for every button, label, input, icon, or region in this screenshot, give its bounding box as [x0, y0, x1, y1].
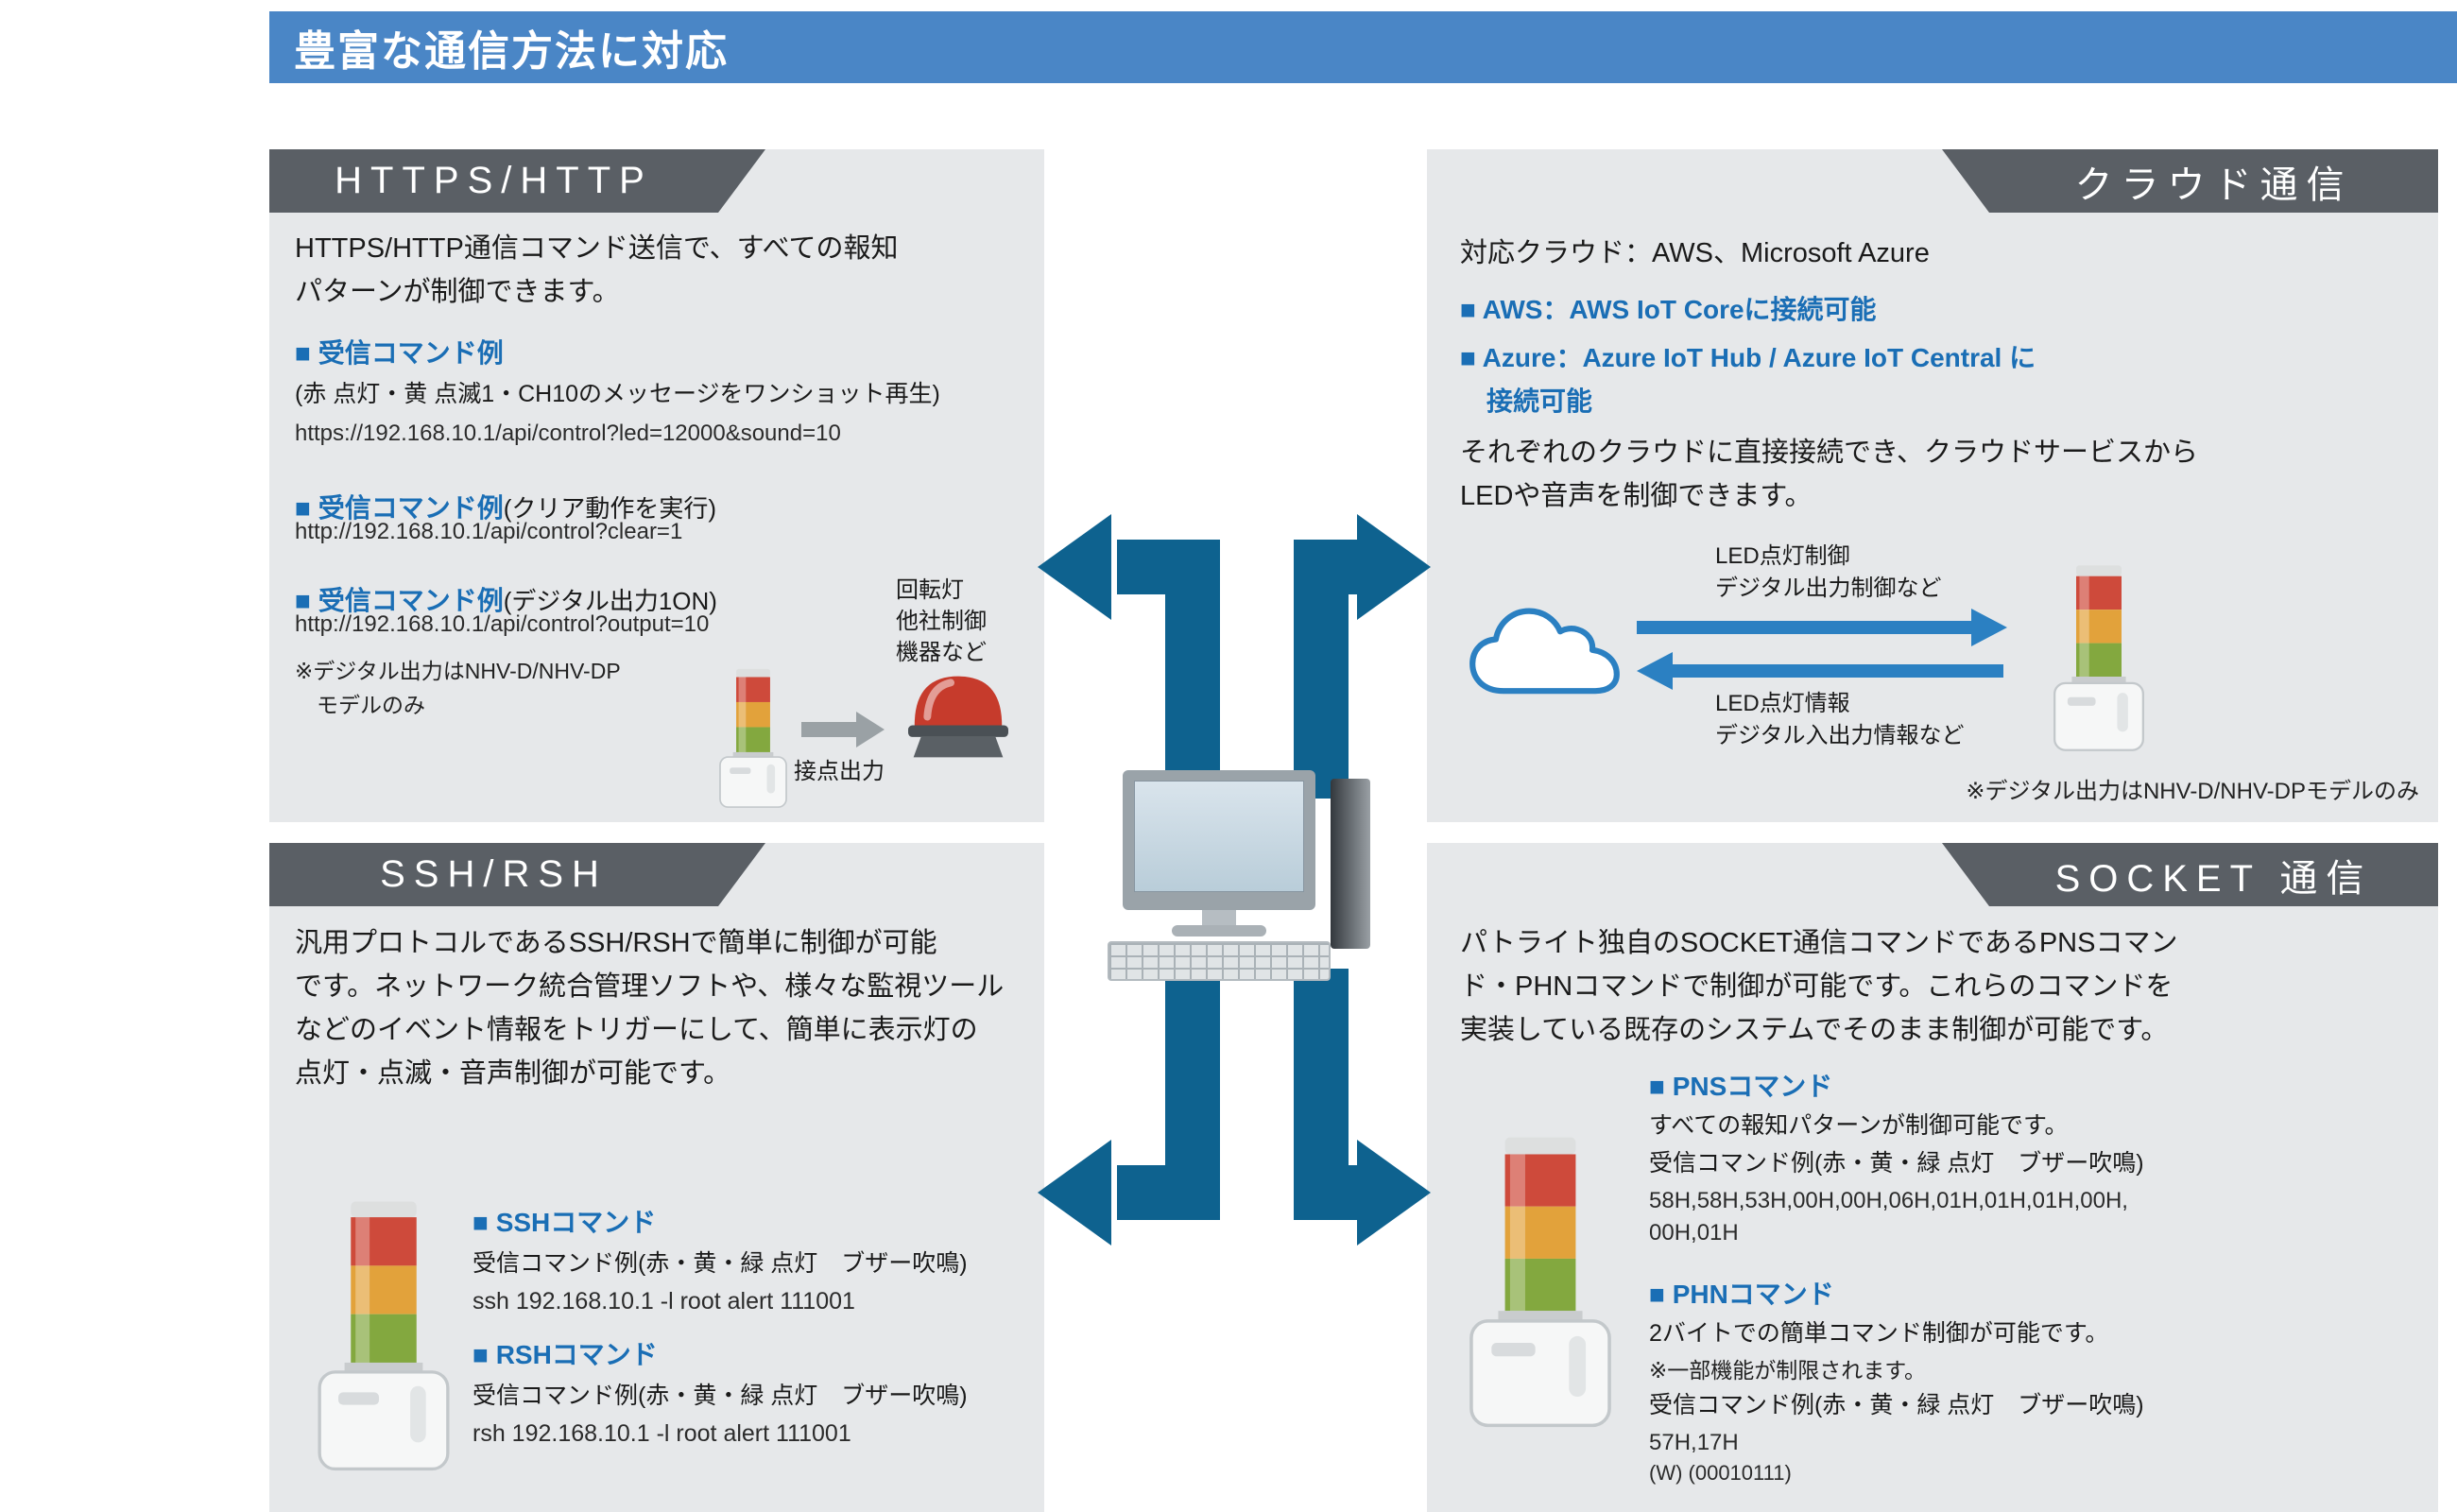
cloud-icon [1469, 608, 1620, 695]
pc-tower-icon [1331, 779, 1370, 949]
phn-example-label: 受信コマンド例(赤・黄・緑 点灯 ブザー吹鳴) [1649, 1392, 2144, 1418]
cloud-aws-line: ■ AWS：AWS IoT Coreに接続可能 [1460, 295, 1877, 324]
rsh-cmd-label: ■ RSHコマンド [472, 1340, 658, 1369]
monitor-neck [1202, 910, 1236, 925]
arrow-cloud-to-device-icon [1637, 621, 1971, 634]
signal-tower-illustration-socket [1469, 1135, 1611, 1428]
cloud-to-cloud-label: LED点灯情報 デジタル入出力情報など [1715, 691, 1965, 748]
https-example1-command: https://192.168.10.1/api/control?led=120… [295, 421, 841, 446]
arrow-up-left-icon [1038, 514, 1220, 799]
panel-ssh-title: SSH/RSH [380, 853, 608, 895]
phn-note: ※一部機能が制限されます。 [1649, 1358, 1926, 1383]
monitor-base [1172, 925, 1266, 936]
pns-label: ■ PNSコマンド [1649, 1072, 1833, 1101]
pns-desc: すべての報知パターンが制御可能です。 [1649, 1112, 2069, 1139]
https-example2-row: ■ 受信コマンド例(クリア動作を実行) [295, 471, 716, 525]
cloud-azure-line: ■ Azure：Azure IoT Hub / Azure IoT Centra… [1460, 343, 2036, 416]
rotating-beacon-icon [908, 676, 1008, 758]
center-arrows [1038, 514, 1431, 1246]
https-note: ※デジタル出力はNHV-D/NHV-DP モデルのみ [295, 659, 621, 717]
phn-binary: (W) (00010111) [1649, 1461, 1792, 1485]
contact-output-label: 接点出力 [794, 759, 885, 784]
phn-command: 57H,17H [1649, 1430, 1739, 1455]
keyboard-icon [1108, 941, 1331, 981]
phn-desc: 2バイトでの簡単コマンド制御が可能です。 [1649, 1320, 2109, 1347]
ssh-cmd-label: ■ SSHコマンド [472, 1208, 657, 1237]
https-example3-row: ■ 受信コマンド例(デジタル出力1ON) [295, 563, 717, 618]
cloud-desc: それぞれのクラウドに直接接続でき、クラウドサービスから LEDや音声を制御できま… [1460, 438, 2198, 511]
panel-https-banner: HTTPS/HTTP [269, 149, 765, 213]
rotating-beacon-label: 回転灯 他社制御 機器など [896, 577, 987, 665]
computer-screen [1134, 781, 1304, 892]
rsh-cmd-desc: 受信コマンド例(赤・黄・緑 点灯 ブザー吹鳴) [472, 1383, 968, 1409]
panel-cloud-banner: クラウド通信 [1942, 149, 2438, 213]
panel-socket-banner: SOCKET 通信 [1942, 843, 2438, 906]
panel-https [269, 149, 1044, 822]
https-example3-desc: (デジタル出力1ON) [503, 587, 717, 615]
https-example3-command: http://192.168.10.1/api/control?output=1… [295, 611, 710, 637]
https-example1-desc: (赤 点灯・黄 点滅1・CH10のメッセージをワンショット再生) [295, 381, 940, 407]
https-example1-label: ■ 受信コマンド例 [295, 338, 504, 368]
arrow-device-to-cloud-head-icon [1637, 652, 1673, 690]
pns-example-label: 受信コマンド例(赤・黄・緑 点灯 ブザー吹鳴) [1649, 1150, 2144, 1177]
socket-intro: パトライト独自のSOCKET通信コマンドであるPNSコマン ド・PHNコマンドで… [1460, 928, 2178, 1045]
panel-ssh-banner: SSH/RSH [269, 843, 765, 906]
page-title: 豊富な通信方法に対応 [294, 28, 729, 75]
panel-https-title: HTTPS/HTTP [335, 160, 653, 201]
arrow-up-right-icon [1294, 514, 1431, 799]
arrow-down-right-icon [1294, 969, 1431, 1246]
https-intro: HTTPS/HTTP通信コマンド送信で、すべての報知 パターンが制御できます。 [295, 233, 899, 307]
rsh-cmd-command: rsh 192.168.10.1 -l root alert 111001 [472, 1420, 851, 1447]
signal-tower-illustration-https [719, 668, 787, 808]
contact-output-arrowhead-icon [856, 712, 885, 747]
panel-socket-title: SOCKET 通信 [2054, 857, 2373, 900]
signal-tower-illustration-ssh [318, 1199, 450, 1471]
panel-cloud [1427, 149, 2438, 822]
https-example2-desc: (クリア動作を実行) [503, 494, 717, 523]
page-title-bar: 豊富な通信方法に対応 [269, 11, 2457, 83]
signal-tower-illustration-cloud [2053, 564, 2145, 751]
https-example2-command: http://192.168.10.1/api/control?clear=1 [295, 519, 683, 544]
phn-label: ■ PHNコマンド [1649, 1280, 1834, 1309]
cloud-note: ※デジタル出力はNHV-D/NHV-DPモデルのみ [1966, 779, 2419, 804]
arrow-down-left-icon [1038, 969, 1220, 1246]
cloud-supported: 対応クラウド：AWS、Microsoft Azure [1460, 238, 1930, 268]
ssh-cmd-desc: 受信コマンド例(赤・黄・緑 点灯 ブザー吹鳴) [472, 1250, 968, 1277]
arrow-cloud-to-device-head-icon [1971, 609, 2007, 646]
https-example2-label: ■ 受信コマンド例 [295, 493, 504, 523]
ssh-intro: 汎用プロトコルであるSSH/RSHで簡単に制御が可能 です。ネットワーク統合管理… [295, 928, 1005, 1089]
panel-cloud-title: クラウド通信 [2074, 163, 2353, 206]
https-example3-label: ■ 受信コマンド例 [295, 586, 504, 615]
contact-output-arrow-icon [801, 722, 856, 737]
arrow-device-to-cloud-icon [1673, 664, 2003, 678]
cloud-to-device-label: LED点灯制御 デジタル出力制御など [1715, 543, 1942, 601]
ssh-cmd-command: ssh 192.168.10.1 -l root alert 111001 [472, 1288, 855, 1314]
pns-command: 58H,58H,53H,00H,00H,06H,01H,01H,01H,00H,… [1649, 1188, 2128, 1246]
